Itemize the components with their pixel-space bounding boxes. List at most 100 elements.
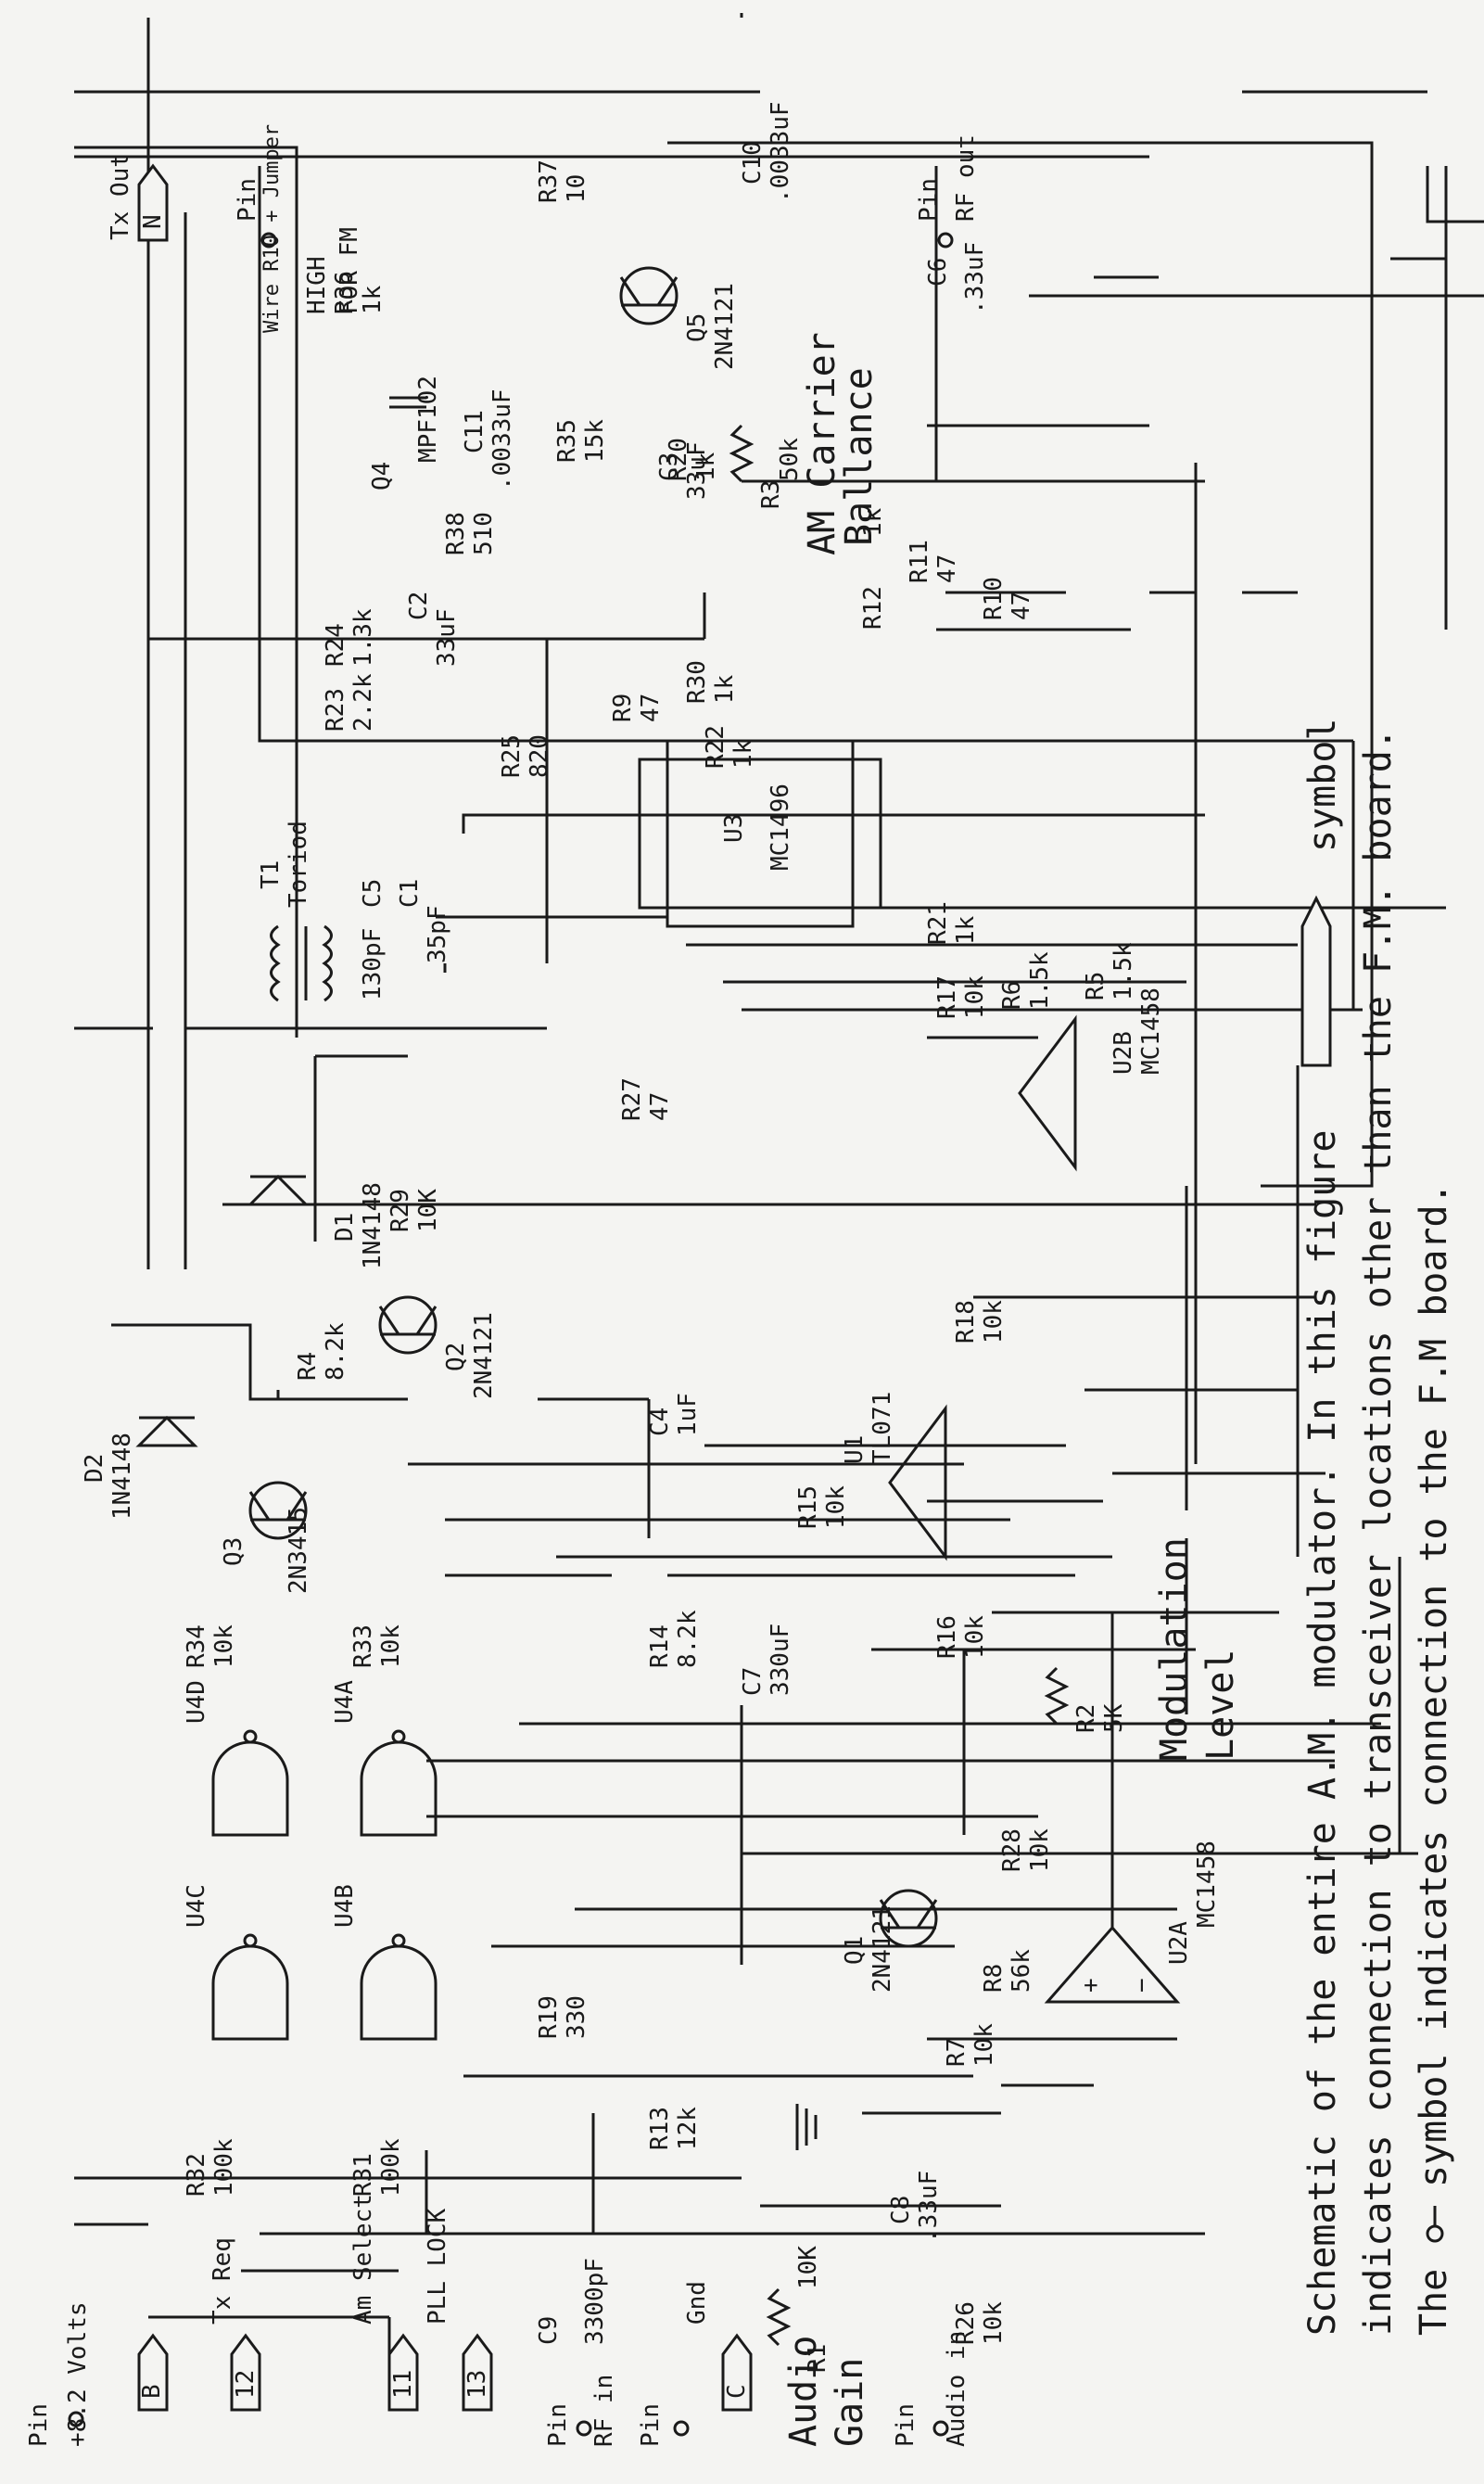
capacitor-c8-name: C8 (887, 2196, 915, 2224)
gate-u4a-name: U4A (331, 1680, 359, 1724)
transistor-q1-name: Q1 (841, 1936, 869, 1965)
resistor-r28-name: R28 (998, 1828, 1026, 1872)
capacitor-c10-name: C10 (739, 141, 767, 185)
opamp-u2a-name: U2A (1165, 1921, 1193, 1965)
resistor-r36-name: R36 (331, 271, 359, 314)
transistor-q3-name: Q3 (220, 1537, 247, 1566)
capacitor-c11-value: .0033uF (488, 389, 516, 490)
capacitor-c1-name: C1 (396, 879, 424, 908)
resistor-r3-value: 50k (776, 438, 804, 481)
opamp-u2b-name: U2B (1110, 1031, 1137, 1075)
capacitor-c10: C10.0033uF (739, 101, 794, 203)
resistor-r2-name: R2 (1072, 1704, 1100, 1733)
resistor-r30-name: R30 (683, 660, 711, 704)
resistor-r1: R1 10K Audio Gain (766, 2246, 871, 2447)
resistor-r4-name: R4 (294, 1352, 322, 1381)
resistor-r9-name: R9 (609, 694, 637, 722)
resistor-r29-value: 10K (414, 1189, 442, 1232)
connector-pll-lock-label: PLL LOCK (424, 2208, 451, 2325)
capacitor-c6-name: C6 (924, 258, 952, 287)
transistor-q4: Q4 MPF102 (368, 376, 442, 490)
transistor-q5-value: 2N4121 (711, 283, 739, 370)
resistor-r1-label1: Audio (782, 2336, 825, 2447)
figure-caption: Schematic of the entire A.M. modulator. … (1300, 719, 1455, 2336)
diode-d1-name: D1 (331, 1213, 359, 1242)
pin-symbol-icon (1426, 2224, 1444, 2243)
inversion-bubble-icon (243, 1933, 258, 1948)
inversion-bubble-icon (391, 1729, 406, 1744)
resistor-r1-name: R1 (804, 2344, 831, 2373)
resistor-r32-name: R32 (183, 2153, 210, 2197)
resistor-r5-name: R5 (1082, 972, 1110, 1000)
resistor-r25-name: R25 (498, 734, 526, 778)
resistor-r16-value: 10k (961, 1615, 989, 1659)
pin-circle-icon (673, 2420, 690, 2437)
resistor-r34-name: R34 (183, 1624, 210, 1668)
capacitor-c9-name: C9 (535, 2316, 563, 2345)
resistor-r30-value: 1k (711, 674, 739, 704)
resistor-r28-value: 10k (1026, 1828, 1054, 1872)
resistor-r7-name: R7 (943, 2038, 970, 2067)
svg-text:+: + (1077, 1978, 1105, 1993)
resistor-r23-value: 2.2k (349, 673, 377, 732)
caption-line3-a: The (1413, 2269, 1455, 2336)
resistor-r20-name: R20 (665, 438, 692, 481)
resistor-r17-name: R17 (933, 975, 961, 1019)
connector-b-tag: B (138, 2384, 166, 2399)
resistor-r21-value: 1k (952, 915, 980, 945)
transistor-q5: Q5 2N4121 (619, 266, 739, 370)
resistor-r8-name: R8 (980, 1964, 1008, 1993)
resistor-r3-name: R3 (757, 480, 785, 509)
resistor-r34-value: 10k (210, 1624, 238, 1668)
resistor-r27-name: R27 (618, 1077, 646, 1121)
resistor-r6-value: 1.5k (1026, 951, 1054, 1010)
resistor-r11-value: 47 (933, 554, 961, 583)
resistor-r24-name: R24 (322, 623, 349, 667)
opamp-u2b-value: MC1458 (1137, 987, 1165, 1075)
resistor-r16-name: R16 (933, 1615, 961, 1659)
connector-fm-high-pin: Pin (234, 178, 261, 222)
resistor-r2-value: 5K (1100, 1703, 1128, 1733)
connector-tx-out: N Tx Out (107, 153, 169, 242)
connector-gnd: C Gnd Pin (637, 2281, 753, 2447)
capacitor-c5-value: 130pF (359, 928, 387, 1000)
resistor-r3-label1: AM Carrier (801, 332, 843, 555)
connector-am-select-label: Am Select (349, 2194, 377, 2325)
resistor-r31-name: R31 (349, 2153, 377, 2197)
resistor-r10-value: 47 (1008, 592, 1035, 620)
transformer-t1: T1 Toriod (257, 821, 333, 1002)
capacitor-c2-name: C2 (405, 592, 433, 620)
resistor-r19-value: 330 (563, 1995, 590, 2039)
capacitor-c6-value: .33uF (961, 242, 989, 314)
resistor-r14-name: R14 (646, 1624, 674, 1668)
connector-rf-in-label: RF in (590, 2375, 618, 2447)
resistor-r15-value: 10k (822, 1485, 850, 1529)
connector-audio-in-pin: Pin (892, 2403, 920, 2447)
gate-u4d: U4D (183, 1680, 289, 1837)
diode-d2: D2 1N4148 (81, 1415, 198, 1520)
caption-line1-tail: symbol (1301, 719, 1344, 853)
resistor-r36-value: 1k (359, 285, 387, 314)
pin-circle-icon (576, 2420, 592, 2437)
inversion-bubble-icon (243, 1729, 258, 1744)
